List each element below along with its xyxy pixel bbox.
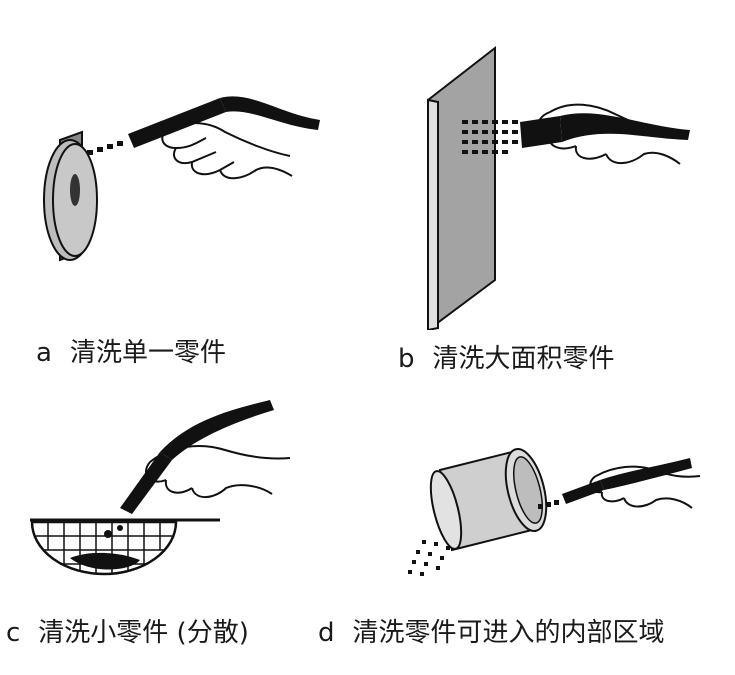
- spray-stream: [87, 141, 123, 155]
- caption-a-letter: a: [36, 338, 52, 368]
- spray-pen: [520, 113, 690, 148]
- panel-b: [400, 30, 720, 330]
- caption-a: a 清洗单一零件: [36, 338, 226, 368]
- panel-a: [20, 30, 340, 290]
- panel-a-illustration: [43, 96, 320, 262]
- caption-d-label: 清洗零件可进入的内部区域: [352, 618, 665, 648]
- mesh-basket: [30, 518, 220, 576]
- caption-b: b 清洗大面积零件: [398, 344, 615, 374]
- panel-d: [400, 430, 720, 600]
- caption-c-label: 清洗小零件 (分散): [38, 618, 249, 648]
- caption-b-label: 清洗大面积零件: [432, 344, 615, 374]
- flat-panel-part: [427, 45, 496, 330]
- spray-stream: [538, 500, 559, 509]
- hand: [589, 465, 701, 509]
- panel-c: [20, 390, 340, 600]
- drip-stream: [408, 540, 450, 576]
- spray-pattern: [462, 120, 518, 154]
- caption-d: d 清洗零件可进入的内部区域: [318, 618, 665, 648]
- caption-c-letter: c: [6, 618, 21, 648]
- panel-c-illustration: [30, 400, 291, 576]
- caption-a-label: 清洗单一零件: [69, 338, 226, 368]
- caption-d-letter: d: [318, 618, 335, 648]
- spray-pen: [120, 400, 274, 514]
- panel-d-illustration: [408, 448, 701, 576]
- caption-c: c 清洗小零件 (分散): [6, 618, 249, 648]
- spray-pen: [128, 96, 320, 148]
- hand: [537, 103, 683, 165]
- cylinder-part: [429, 448, 548, 552]
- hand: [145, 445, 291, 498]
- ring-part: [43, 130, 98, 262]
- hand: [161, 122, 293, 180]
- caption-b-letter: b: [398, 344, 415, 374]
- panel-b-illustration: [427, 45, 690, 330]
- spray-pen: [562, 458, 692, 504]
